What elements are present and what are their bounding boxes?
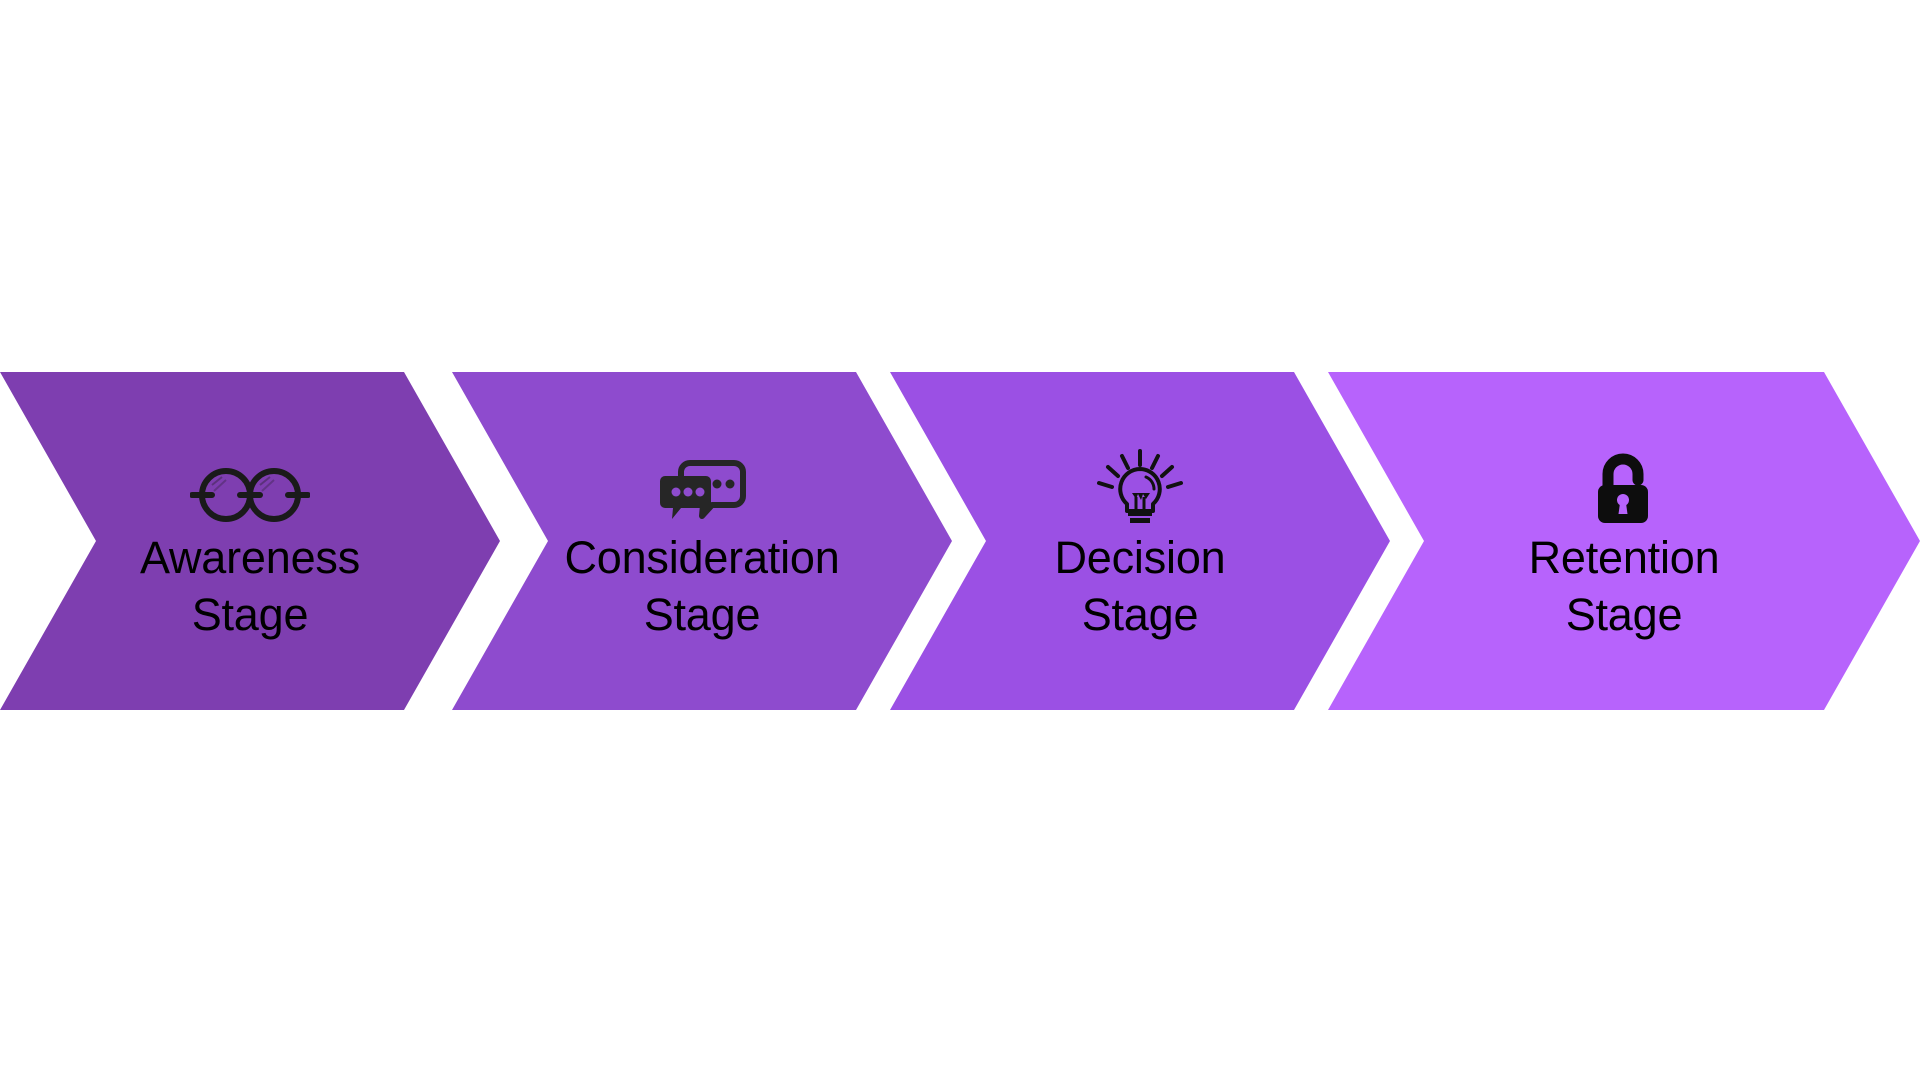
stage-title-2: Consideration bbox=[564, 532, 840, 583]
stage-content-4: Retention Stage bbox=[1529, 439, 1720, 643]
stage-title-4: Retention bbox=[1528, 532, 1720, 583]
stage-title-3: Decision bbox=[1054, 532, 1226, 583]
stage-content-2: Consideration Stage bbox=[564, 439, 840, 643]
lightbulb-idea-icon bbox=[1094, 445, 1186, 523]
glasses-icon bbox=[190, 445, 310, 523]
stage-subtitle-1: Stage bbox=[191, 589, 309, 640]
funnel-stage-consideration[interactable]: Consideration Stage bbox=[452, 372, 952, 710]
funnel-diagram: Awareness Stage Considera bbox=[0, 372, 1920, 710]
stage-subtitle-2: Stage bbox=[643, 589, 761, 640]
stage-title-1: Awareness bbox=[140, 532, 360, 583]
chat-bubbles-icon bbox=[658, 445, 746, 523]
funnel-stage-awareness[interactable]: Awareness Stage bbox=[0, 372, 500, 710]
chevron-shape-4 bbox=[1328, 372, 1920, 710]
funnel-stage-retention[interactable]: Retention Stage bbox=[1328, 372, 1920, 710]
funnel-stage-decision[interactable]: Decision Stage bbox=[890, 372, 1390, 710]
stage-content-1: Awareness Stage bbox=[140, 439, 360, 643]
open-padlock-icon bbox=[1588, 445, 1660, 523]
stage-subtitle-3: Stage bbox=[1081, 589, 1199, 640]
stage-content-3: Decision Stage bbox=[1055, 439, 1226, 643]
stage-subtitle-4: Stage bbox=[1565, 589, 1683, 640]
